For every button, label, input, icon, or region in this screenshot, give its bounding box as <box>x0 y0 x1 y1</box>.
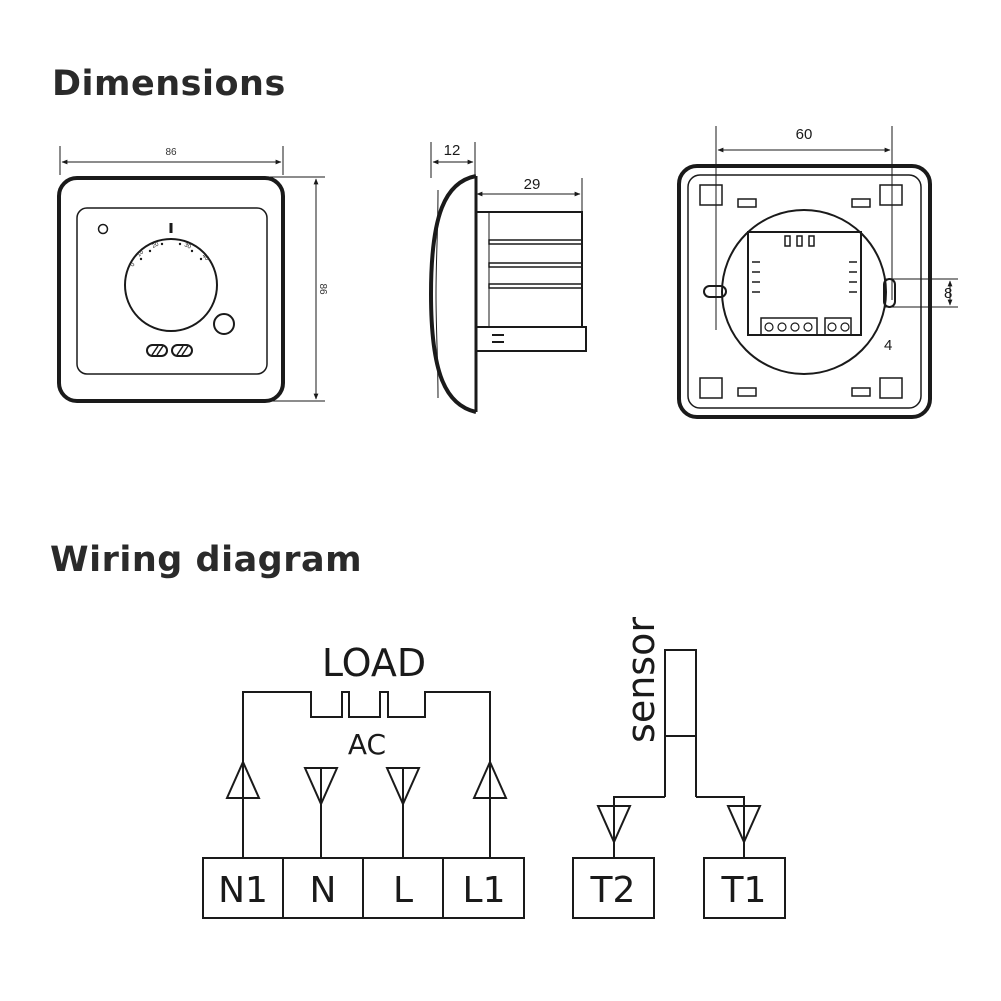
wiring-diagram-heading: Wiring diagram <box>50 540 363 580</box>
terminal-t2: T2 <box>590 870 636 911</box>
dial-scale-20: 20 <box>151 241 160 250</box>
t1-arrow-down <box>726 805 762 845</box>
back-view: 60 8 4 <box>677 126 958 419</box>
indicator-led <box>97 223 109 235</box>
wiring-diagram: LOAD AC N1 N L L1 sensor T2 T1 <box>202 617 786 919</box>
back-width-label: 60 <box>796 126 813 143</box>
back-offset-label: 4 <box>884 337 892 354</box>
temperature-dial <box>124 238 218 332</box>
side-view: 12 29 <box>428 142 587 414</box>
load-label: LOAD <box>322 641 426 685</box>
terminal-block-t1 <box>703 857 786 919</box>
side-depth-front-label: 12 <box>444 142 461 159</box>
terminal-block-t2 <box>572 857 655 919</box>
sensor-probe <box>664 649 697 737</box>
terminal-n1: N1 <box>218 870 268 911</box>
dimensions-heading: Dimensions <box>52 64 286 104</box>
dial-scale-0: 0 <box>130 261 137 268</box>
ac-label: AC <box>348 728 386 761</box>
sensor-label: sensor <box>619 617 663 743</box>
back-slot-label: 8 <box>944 285 952 302</box>
power-button <box>213 313 235 335</box>
terminal-t1: T1 <box>721 870 767 911</box>
dial-scale-40: 40 <box>201 253 210 262</box>
front-view: 86 86 0 10 20 30 40 <box>57 146 328 403</box>
n1-arrow-up <box>225 759 261 799</box>
t2-arrow-down <box>596 805 632 845</box>
side-depth-back-label: 29 <box>524 176 541 193</box>
terminal-l1: L1 <box>463 870 506 911</box>
l1-arrow-up <box>472 759 508 799</box>
terminal-n: N <box>310 870 337 911</box>
dial-scale-10: 10 <box>136 249 145 258</box>
front-width-label: 86 <box>165 147 177 158</box>
front-height-label: 86 <box>317 283 328 295</box>
dial-scale-30: 30 <box>183 242 192 251</box>
terminal-l: L <box>393 870 413 911</box>
